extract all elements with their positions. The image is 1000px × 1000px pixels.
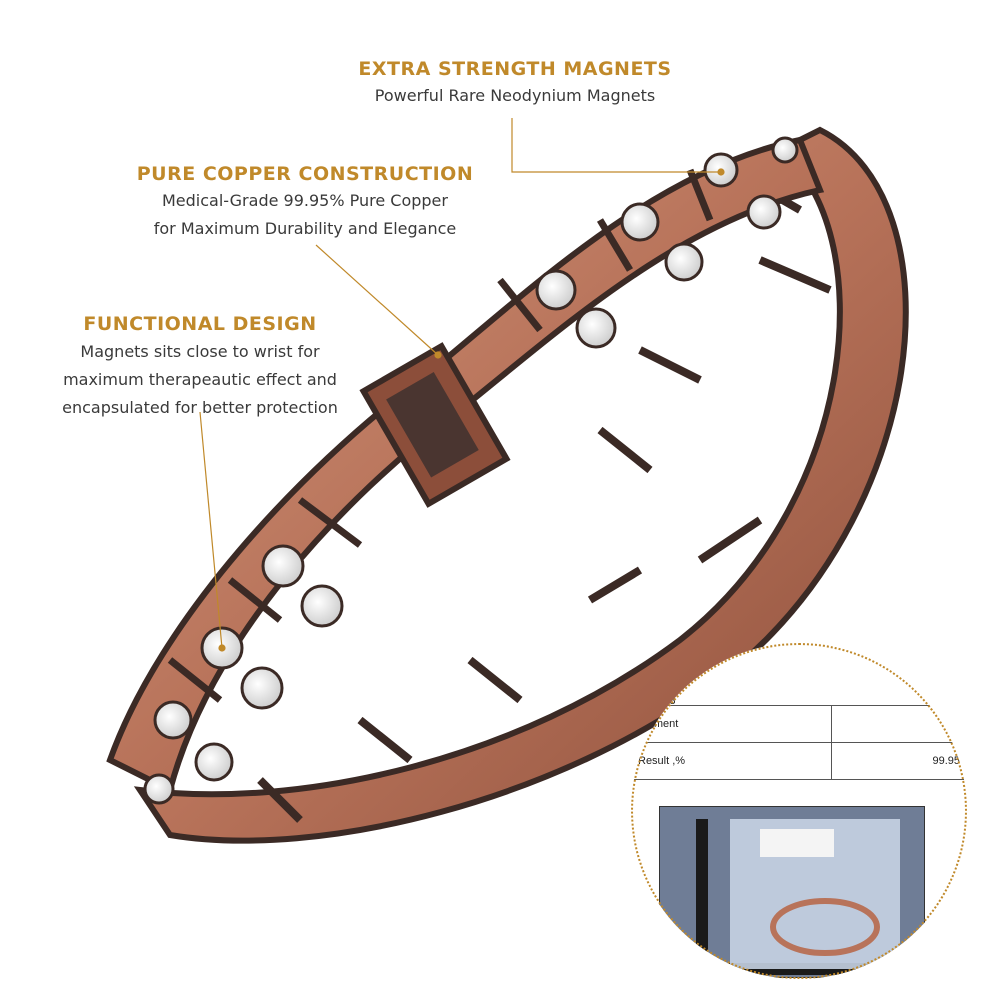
callout-title: PURE COPPER CONSTRUCTION <box>136 163 474 185</box>
magnets <box>143 136 799 805</box>
callout-text-line2: for Maximum Durability and Elegance <box>153 219 457 238</box>
callout-functional-design: FUNCTIONAL DESIGN Magnets sits close to … <box>40 313 360 419</box>
callout-text-line1: Magnets sits close to wrist for <box>80 342 320 361</box>
result-label: Result ,% <box>631 742 833 780</box>
certificate-inset: 2008 Element Cu Result ,% 99.95 <box>631 643 967 979</box>
sample-cuff-icon <box>770 898 880 956</box>
callout-pure-copper: PURE COPPER CONSTRUCTION Medical-Grade 9… <box>110 163 500 241</box>
sample-label <box>760 829 834 857</box>
sample-photo <box>659 806 925 978</box>
callout-title: FUNCTIONAL DESIGN <box>83 313 317 335</box>
callout-text-line3: encapsulated for better protection <box>62 398 338 417</box>
table-row: Element Cu <box>631 705 967 743</box>
certificate-table: Element Cu Result ,% 99.95 <box>631 705 967 780</box>
clasp <box>359 342 511 508</box>
callout-leaders <box>199 118 725 652</box>
callout-text: Powerful Rare Neodynium Magnets <box>374 86 656 105</box>
element-value: Cu <box>831 705 967 743</box>
ruler-vertical <box>696 819 708 969</box>
element-label: Element <box>631 705 833 743</box>
table-row: Result ,% 99.95 <box>631 742 967 780</box>
result-value: 99.95 <box>831 742 967 780</box>
callout-extra-strength-magnets: EXTRA STRENGTH MAGNETS Powerful Rare Neo… <box>300 58 730 108</box>
certificate-year: 2008 <box>651 695 676 707</box>
callout-title: EXTRA STRENGTH MAGNETS <box>358 58 672 80</box>
callout-text-line1: Medical-Grade 99.95% Pure Copper <box>162 191 448 210</box>
callout-text-line2: maximum therapeautic effect and <box>63 370 337 389</box>
